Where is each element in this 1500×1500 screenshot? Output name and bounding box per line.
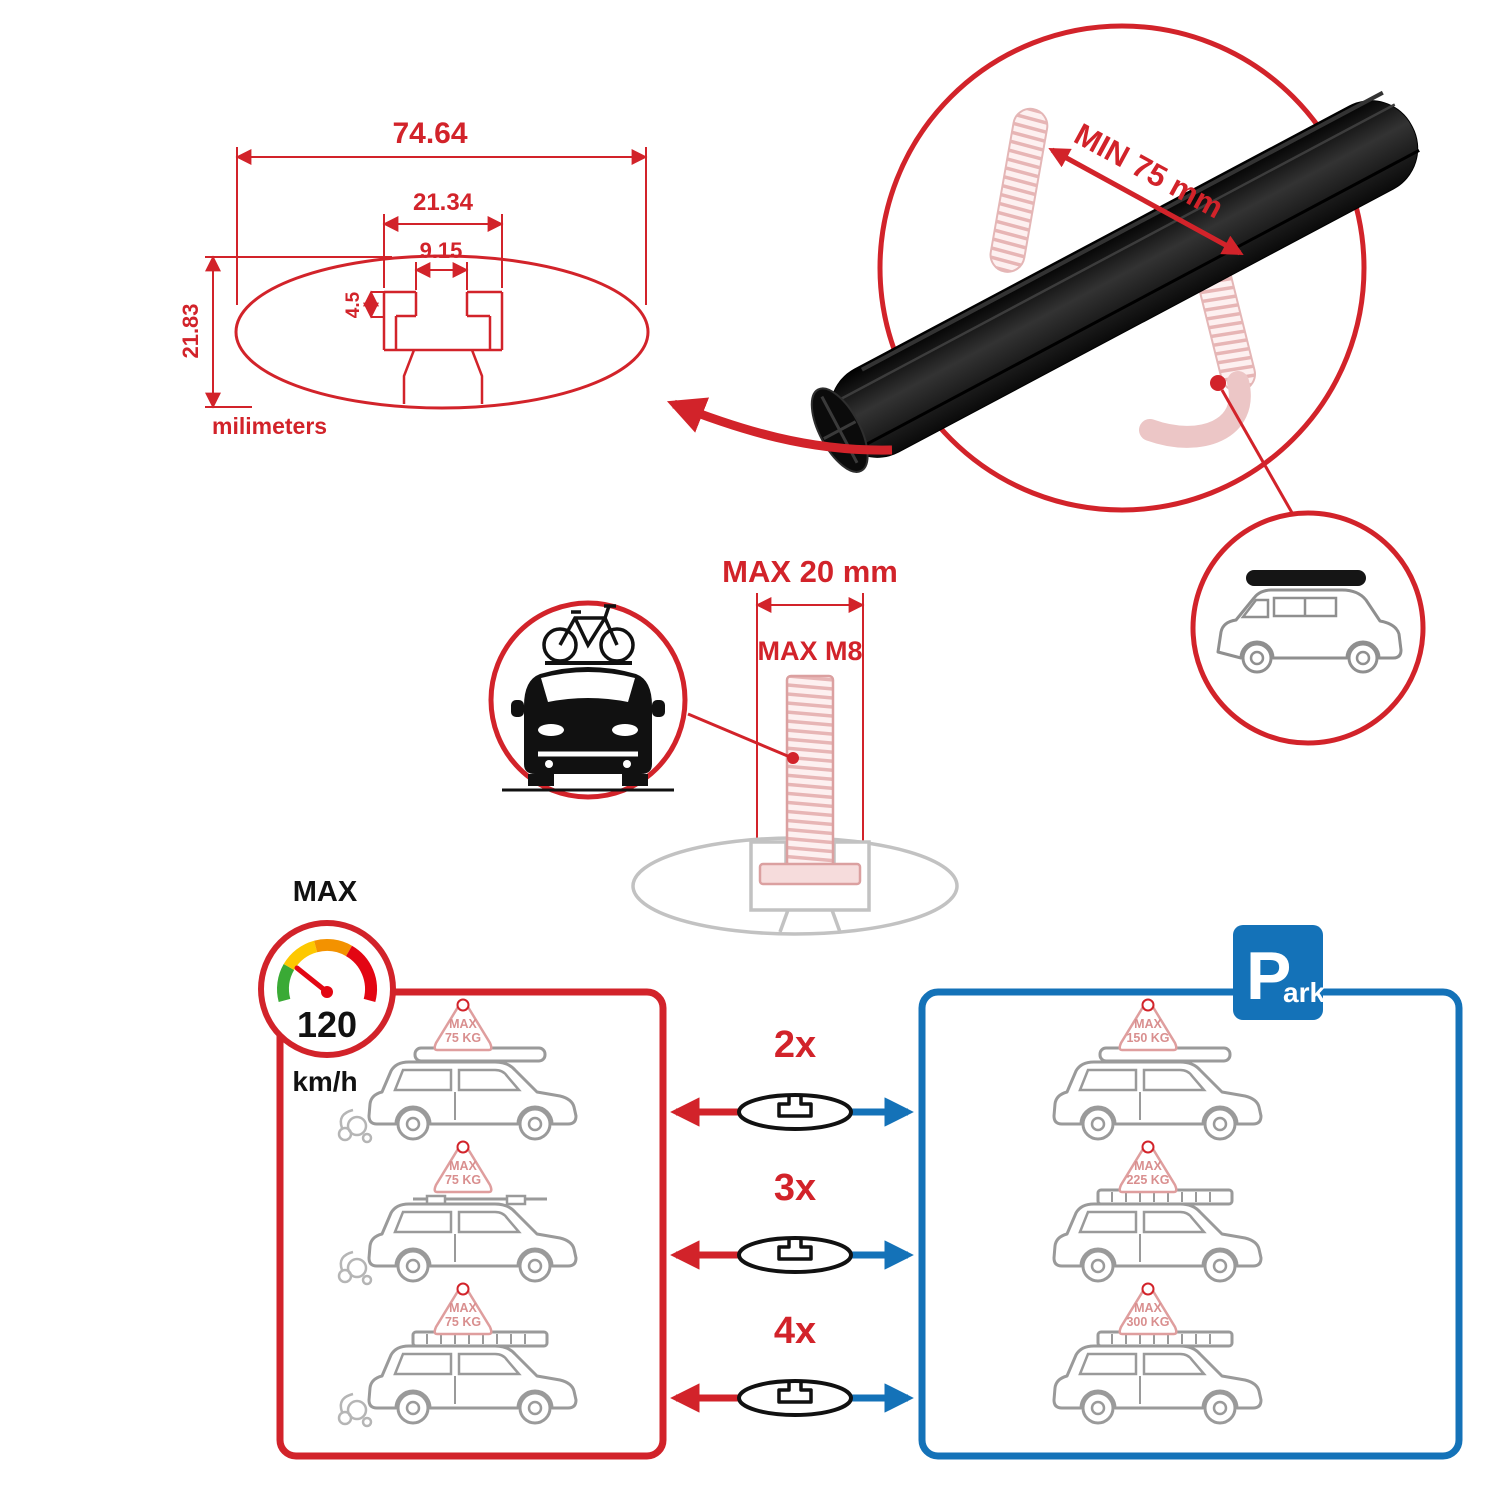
speed-gauge: 120 [258, 920, 396, 1058]
min-span-arrow [1048, 147, 1244, 256]
leader-dot [1210, 375, 1226, 391]
multiplier-column: 2x 3x 4x [670, 1024, 914, 1417]
tag-title: MAX [449, 1017, 477, 1031]
gauge-needle [294, 965, 330, 995]
suv-side-view [1216, 570, 1403, 674]
dim-lip-height [363, 290, 384, 319]
bar-profile-icon [737, 1379, 853, 1417]
tag-title: MAX [1134, 1017, 1162, 1031]
driving-car-row-2: MAX 75 KG [337, 1140, 578, 1286]
total-height-value: 21.83 [178, 303, 203, 358]
tag-title: MAX [1134, 1159, 1162, 1173]
slot-width-value: 9.15 [420, 238, 463, 263]
speed-max-label: MAX [293, 876, 358, 908]
profile-cross-section [234, 254, 650, 410]
car-front-bike-circle [488, 600, 688, 800]
parked-car-row-1: MAX 150 KG [1052, 998, 1263, 1141]
leader-line [1220, 389, 1297, 519]
speed-units: km/h [292, 1066, 357, 1097]
park-letter: P [1246, 938, 1291, 1014]
speed-value: 120 [297, 1004, 357, 1045]
profile-dimension-drawing: 74.64 21.34 9.15 4.5 21.83 milimeter [178, 117, 650, 439]
bar-profile-icon [737, 1093, 853, 1131]
tag-weight: 300 KG [1126, 1315, 1169, 1329]
bolt-leader-dot [787, 752, 799, 764]
bottom-section: MAX 120 km/h P ark 2x 3x [258, 876, 1463, 1460]
t-bolt [758, 674, 862, 886]
bolt-dim-lines [755, 593, 865, 845]
bolt-max-thread-label: MAX M8 [757, 636, 862, 666]
tag-title: MAX [449, 1301, 477, 1315]
dim-channel-width [382, 214, 504, 288]
parked-car-row-2: MAX 225 KG [1052, 1140, 1263, 1283]
units-label: milimeters [212, 413, 327, 439]
dim-total-width [235, 147, 648, 305]
count-row1: 2x [774, 1024, 816, 1066]
tag-weight: 225 KG [1126, 1173, 1169, 1187]
total-width-value: 74.64 [392, 117, 467, 150]
bolt-leader-line [687, 712, 791, 759]
bolt-dimension-section: MAX 20 mm MAX M8 [488, 554, 959, 936]
count-row3: 4x [774, 1310, 816, 1352]
park-suffix: ark [1283, 977, 1325, 1008]
clamp-strap [1139, 371, 1251, 448]
arrow-to-dimensions [666, 397, 893, 455]
clamp-rod-left [989, 107, 1049, 273]
tag-weight: 75 KG [445, 1315, 481, 1329]
tag-weight: 150 KG [1126, 1031, 1169, 1045]
dim-total-height [205, 255, 392, 409]
bicycle-icon [542, 604, 635, 665]
parked-car-row-3: MAX 300 KG [1052, 1282, 1263, 1425]
suv-roofbox-circle [1190, 510, 1426, 746]
dim-slot-width [414, 262, 469, 290]
tag-title: MAX [449, 1159, 477, 1173]
driving-car-row-3: MAX 75 KG [337, 1282, 578, 1428]
count-row2: 3x [774, 1167, 816, 1209]
park-sign: P ark [1233, 925, 1325, 1020]
tag-weight: 75 KG [445, 1031, 481, 1045]
crossbar-detail-circle: MIN 75 mm [666, 23, 1420, 519]
roof-box [1246, 570, 1366, 586]
bolt-max-length-label: MAX 20 mm [722, 554, 898, 589]
tag-title: MAX [1134, 1301, 1162, 1315]
bar-profile-icon [737, 1236, 853, 1274]
car-front-view [502, 667, 674, 792]
tag-weight: 75 KG [445, 1173, 481, 1187]
channel-width-value: 21.34 [413, 189, 474, 216]
driving-car-row-1: MAX 75 KG [337, 998, 578, 1144]
lip-height-value: 4.5 [343, 291, 364, 318]
